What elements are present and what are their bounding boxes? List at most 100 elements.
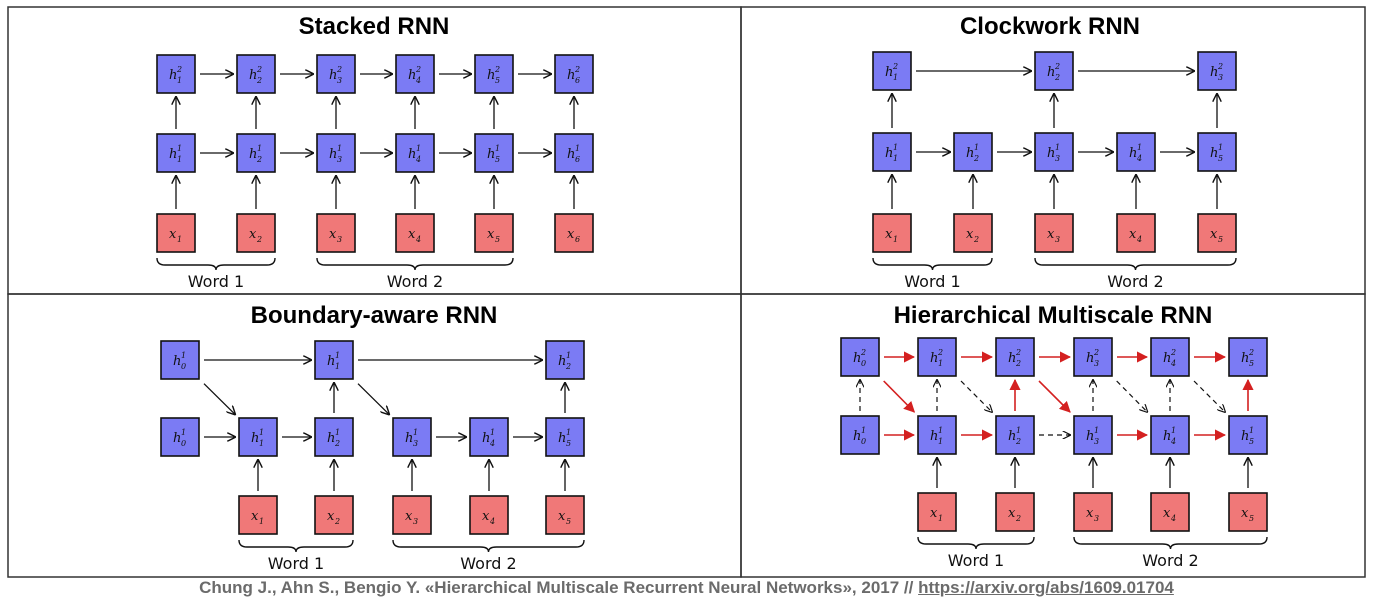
node-label-c_x2: x2 [966, 227, 979, 244]
node-label-c_x1: x1 [885, 227, 898, 244]
node-label-m_x4: x4 [1163, 506, 1176, 523]
node-b_x1: x1 [238, 495, 278, 535]
node-box-m_x4 [1150, 492, 1190, 532]
panel-title-boundary: Boundary-aware RNN [251, 302, 498, 329]
brace-boundary-word-2 [392, 539, 585, 553]
node-box-b_h1_0 [160, 417, 200, 457]
edge-m_h2_3-to-m_h1_4 [1116, 380, 1148, 412]
node-box-s_h2_3 [316, 54, 356, 94]
node-box-b_x2 [314, 495, 354, 535]
node-m_x1: x1 [917, 492, 957, 532]
node-box-s_h1_6 [554, 133, 594, 173]
node-label-m_x2: x2 [1008, 506, 1021, 523]
node-box-m_h1_2 [995, 415, 1035, 455]
word-label-boundary-2: Word 2 [460, 554, 516, 573]
node-c_x3: x3 [1034, 213, 1074, 253]
node-label-b_x2: x2 [327, 509, 340, 526]
node-box-b_h2_0 [160, 340, 200, 380]
panel-frame-boundary [7, 293, 742, 578]
node-b_x4: x4 [469, 495, 509, 535]
node-box-b_x1 [238, 495, 278, 535]
node-box-m_h2_5 [1228, 337, 1268, 377]
panel-frame-stacked [7, 6, 742, 295]
edge-m_h2_2-to-m_h1_3 [1038, 380, 1071, 413]
node-box-m_h1_4 [1150, 415, 1190, 455]
node-box-s_x4 [395, 213, 435, 253]
node-label-m_x3: x3 [1086, 506, 1099, 523]
node-box-c_h1_2 [953, 132, 993, 172]
node-box-s_h1_4 [395, 133, 435, 173]
node-box-s_h2_6 [554, 54, 594, 94]
panel-frame-hmrnn [740, 293, 1366, 578]
node-box-m_h2_2 [995, 337, 1035, 377]
node-label-s_x1: x1 [169, 227, 182, 244]
node-s_x4: x4 [395, 213, 435, 253]
node-box-m_h1_3 [1073, 415, 1113, 455]
brace-hmrnn-word-1 [917, 536, 1035, 550]
node-label-s_x3: x3 [329, 227, 342, 244]
node-box-c_x5 [1197, 213, 1237, 253]
node-box-b_x4 [469, 495, 509, 535]
edge-b_h2_1-to-b_h1_3 [357, 383, 389, 415]
node-box-s_x1 [156, 213, 196, 253]
word-label-clockwork-2: Word 2 [1107, 272, 1163, 291]
node-box-c_h1_1 [872, 132, 912, 172]
panel-title-stacked: Stacked RNN [299, 13, 450, 40]
node-box-b_x3 [392, 495, 432, 535]
node-label-b_x4: x4 [482, 509, 495, 526]
node-s_x1: x1 [156, 213, 196, 253]
citation-link[interactable]: https://arxiv.org/abs/1609.01704 [918, 578, 1174, 597]
diagram-canvas: Stacked RNN Clockwork RNN Boundary-aware… [7, 6, 1366, 578]
brace-clockwork-word-2 [1034, 257, 1237, 271]
node-box-b_h2_2 [545, 340, 585, 380]
brace-stacked-word-2 [316, 257, 514, 271]
node-box-s_h2_5 [474, 54, 514, 94]
node-box-s_h2_1 [156, 54, 196, 94]
node-s_x5: x5 [474, 213, 514, 253]
node-box-b_h1_5 [545, 417, 585, 457]
node-box-s_h1_1 [156, 133, 196, 173]
node-c_x5: x5 [1197, 213, 1237, 253]
node-box-b_h1_1 [238, 417, 278, 457]
node-s_x2: x2 [236, 213, 276, 253]
